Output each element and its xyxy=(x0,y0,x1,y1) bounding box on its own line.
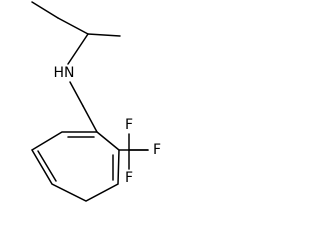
aromatic-double-bond-left xyxy=(37,150,57,182)
bond-ch-nitrogen xyxy=(67,33,89,65)
bond-ethyl-ch xyxy=(57,17,89,35)
bond-ethyl-terminal xyxy=(31,1,59,19)
fluorine-right-label: F xyxy=(153,142,161,158)
fluorine-bottom-label: F xyxy=(125,170,133,186)
bond-ch2-ring xyxy=(82,105,98,133)
bond-methyl xyxy=(87,33,121,37)
nitrogen-label: HN xyxy=(54,65,75,81)
fluorine-top-label: F xyxy=(125,117,133,133)
structure-drawing: HN F F F xyxy=(30,1,161,202)
benzene-ring xyxy=(30,131,120,202)
bond-nitrogen-ch2 xyxy=(69,81,84,107)
